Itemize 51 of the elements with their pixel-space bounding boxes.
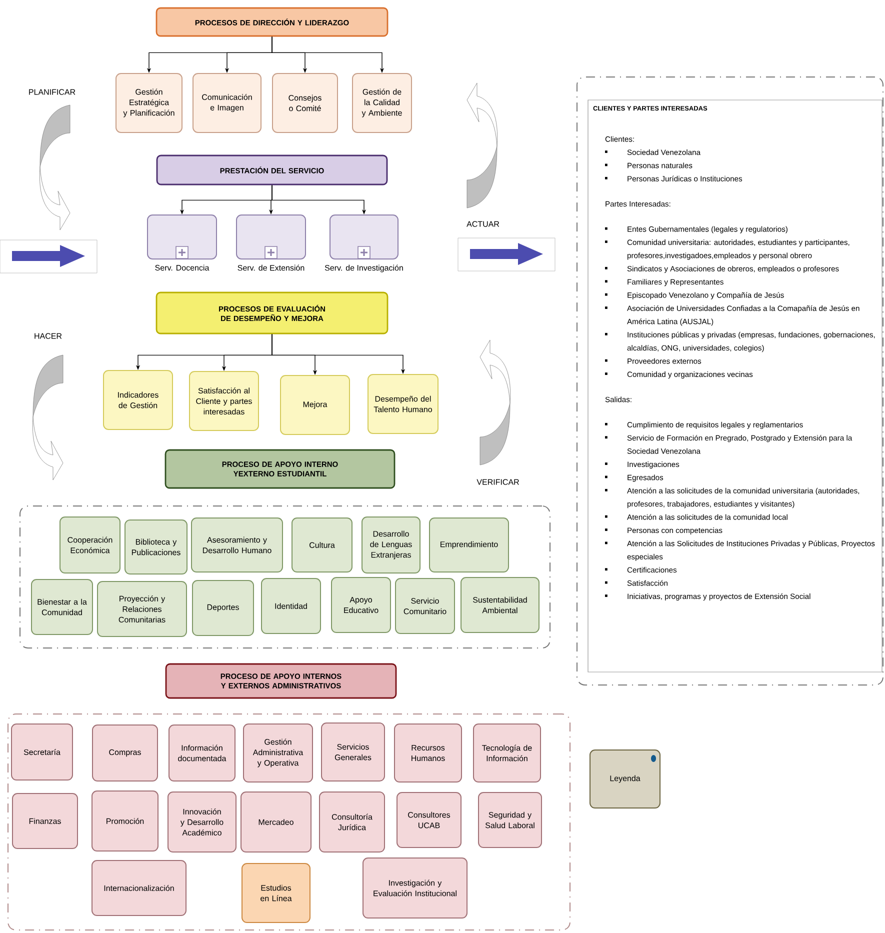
process-box: Gestión Administrativa y Operativa	[243, 724, 313, 782]
process-box: Mercadeo	[240, 792, 312, 852]
box-caption: Serv. de Extensión	[238, 264, 304, 271]
process-box: Gestión de la Calidad y Ambiente	[352, 73, 412, 133]
process-box	[147, 214, 217, 260]
process-box: Compras	[92, 724, 158, 782]
process-box: Satisfacción al Cliente y partes interesadas	[189, 371, 259, 431]
group-frame	[8, 714, 570, 931]
process-box: Innovación y Desarrollo Académico	[168, 792, 236, 852]
process-box: Asesoramiento y Desarrollo Humano	[191, 518, 283, 572]
process-box: Desempeño del Talento Humano	[368, 374, 438, 434]
phase-label: VERIFICAR	[476, 479, 519, 485]
process-box: Investigación y Evaluación Institucional	[362, 858, 468, 918]
process-box: Identidad	[261, 578, 321, 634]
process-box: Bienestar a la Comunidad	[31, 579, 93, 635]
phase-label: HACER	[34, 333, 62, 339]
process-box: Gestión Estratégica y Planificación	[116, 73, 182, 133]
process-box: Sustentabilidad Ambiental	[460, 577, 540, 633]
process-box: Estudios en Línea	[242, 863, 310, 924]
process-box: Biblioteca y Publicaciones	[124, 520, 188, 574]
box-caption: Serv. de Investigación	[324, 264, 403, 272]
process-box: Servicio Comunitario	[395, 578, 455, 634]
process-box: Información documentada	[168, 724, 236, 782]
process-box: Proyección y Relaciones Comunitarias	[97, 581, 187, 637]
process-box: Finanzas	[12, 793, 78, 849]
process-box: Consultoría Jurídica	[319, 792, 385, 852]
process-box: Consultores UCAB	[396, 792, 462, 848]
process-box: Seguridad y Salud Laboral	[478, 792, 542, 848]
process-box: Mejora	[280, 375, 350, 435]
group-frame	[20, 506, 550, 648]
process-box: Deportes	[192, 580, 254, 636]
box-caption: Serv. Docencia	[155, 264, 210, 271]
process-box	[330, 214, 398, 260]
process-box: Internacionalización	[92, 860, 186, 916]
process-box: Comunicación e Imagen	[192, 73, 262, 133]
process-box: Promoción	[92, 790, 158, 852]
process-box: Indicadores de Gestión	[103, 370, 173, 430]
process-box: Consejos o Comité	[272, 73, 338, 133]
process-box: Tecnología de Información	[473, 724, 541, 782]
process-box: Servicios Generales	[321, 722, 385, 782]
process-box	[236, 214, 306, 260]
process-box: Leyenda	[590, 750, 660, 808]
process-box: Cultura	[292, 518, 352, 572]
process-box: Apoyo Educativo	[331, 577, 391, 633]
process-box: Recursos Humanos	[394, 724, 462, 782]
phase-label: PLANIFICAR	[29, 89, 76, 95]
process-box: Desarrollo de Lenguas Extranjeras	[362, 516, 420, 574]
process-box: Emprendimiento	[429, 518, 509, 572]
process-box: Cooperación Económica	[60, 516, 120, 574]
phase-label: ACTUAR	[466, 221, 500, 227]
process-box: Secretaría	[11, 724, 73, 780]
